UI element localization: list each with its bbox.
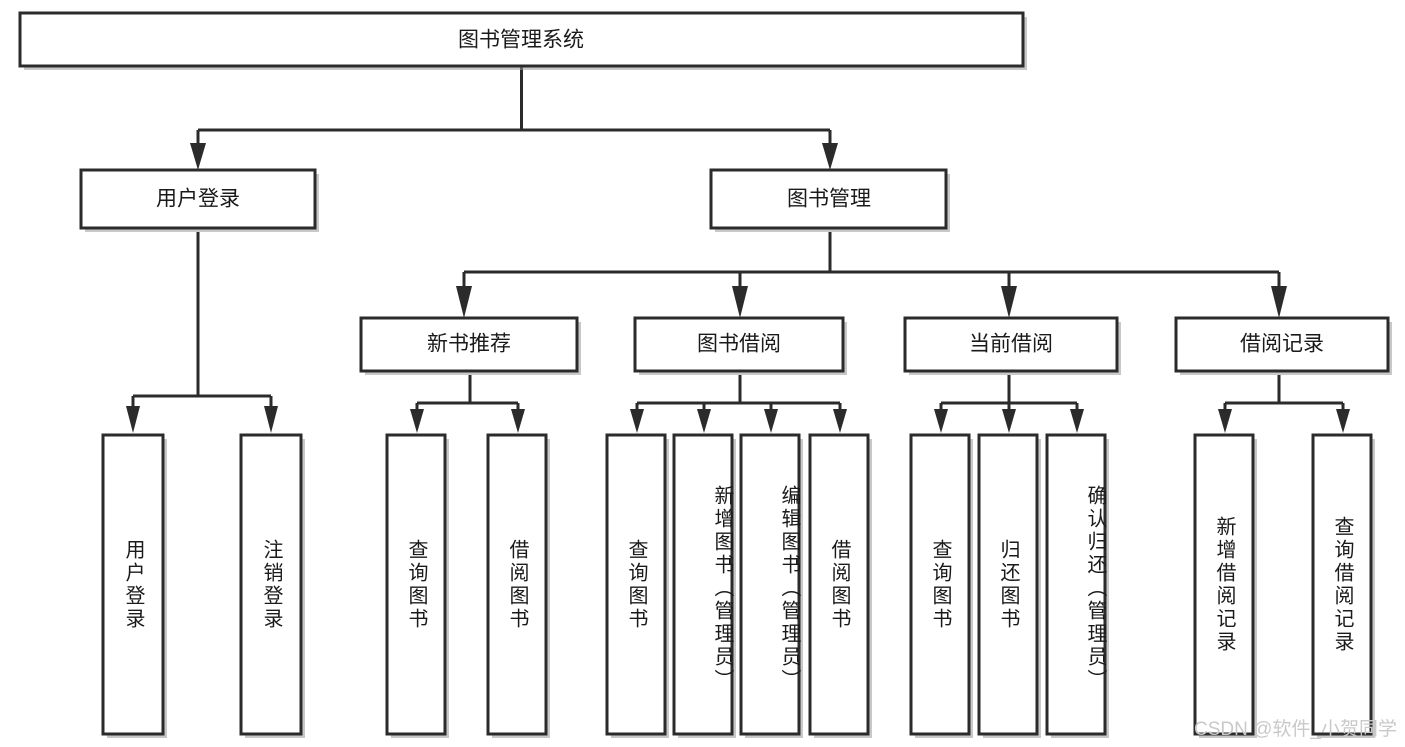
leaf-borrow-books-2-box[interactable] (808, 433, 870, 736)
arrowhead-leaf-borrow-books-2 (833, 409, 847, 433)
csdn-watermark: CSDN @软件_小贺同学 (1194, 719, 1397, 740)
node-book-management-box[interactable] (709, 168, 948, 230)
node-root[interactable]: 图书管理系统 (18, 11, 1027, 70)
leaf-user-login-box[interactable] (101, 433, 165, 736)
leaf-borrow-books-1-box[interactable] (486, 433, 548, 736)
leaf-query-books-2-box[interactable] (605, 433, 667, 736)
arrowhead-leaf-add-borrow-record (1218, 409, 1232, 433)
node-new-book-recommend-label: 新书推荐 (427, 333, 511, 356)
node-root-box[interactable] (18, 11, 1025, 68)
node-borrow-record[interactable]: 借阅记录 (1174, 316, 1392, 375)
leaf-edit-book-admin-box[interactable] (739, 433, 801, 736)
arrowhead-leaf-borrow-books-1 (511, 409, 525, 433)
node-new-book-recommend[interactable]: 新书推荐 (359, 316, 581, 375)
leaf-query-borrow-record-box[interactable] (1311, 433, 1373, 736)
node-book-management[interactable]: 图书管理 (709, 168, 950, 232)
arrowhead-current-borrow (1001, 286, 1017, 318)
node-root-label: 图书管理系统 (458, 29, 584, 52)
arrowhead-book-borrow (732, 286, 748, 318)
node-borrow-record-label: 借阅记录 (1240, 333, 1324, 356)
arrowhead-book-management (822, 143, 838, 170)
arrowhead-leaf-user-login (126, 406, 140, 433)
node-user-login[interactable]: 用户登录 (79, 168, 319, 232)
arrowhead-leaf-query-borrow-record (1336, 409, 1350, 433)
connector-layer (126, 66, 1350, 433)
node-book-borrow[interactable]: 图书借阅 (633, 316, 847, 375)
leaf-query-books-1-box[interactable] (385, 433, 447, 736)
arrowhead-borrow-record (1271, 286, 1287, 318)
node-user-login-label: 用户登录 (156, 188, 240, 211)
leaf-user-logout-box[interactable] (239, 433, 303, 736)
node-current-borrow-label: 当前借阅 (969, 333, 1053, 356)
arrowhead-leaf-user-logout (264, 406, 278, 433)
node-book-borrow-label: 图书借阅 (697, 333, 781, 356)
arrowhead-leaf-query-books-1 (410, 409, 424, 433)
leaf-add-borrow-record-box[interactable] (1193, 433, 1255, 736)
leaf-boxes (101, 433, 1375, 738)
node-book-management-label: 图书管理 (787, 188, 871, 211)
arrowhead-leaf-return-books (1002, 409, 1016, 433)
arrowhead-leaf-query-books-2 (630, 409, 644, 433)
node-current-borrow-box[interactable] (903, 316, 1119, 373)
leaf-confirm-return-admin-box[interactable] (1045, 433, 1107, 736)
leaf-query-books-3-box[interactable] (909, 433, 971, 736)
node-user-login-box[interactable] (79, 168, 317, 230)
node-book-borrow-box[interactable] (633, 316, 845, 373)
node-new-book-recommend-box[interactable] (359, 316, 579, 373)
node-current-borrow[interactable]: 当前借阅 (903, 316, 1121, 375)
arrowhead-leaf-edit-book-admin (764, 409, 778, 433)
arrowhead-user-login (190, 143, 206, 170)
leaf-return-books-box[interactable] (977, 433, 1039, 736)
leaf-add-book-admin-box[interactable] (672, 433, 734, 736)
node-borrow-record-box[interactable] (1174, 316, 1390, 373)
arrowhead-leaf-query-books-3 (934, 409, 948, 433)
arrowhead-leaf-add-book-admin (697, 409, 711, 433)
arrowhead-leaf-confirm-return-admin (1070, 409, 1084, 433)
arrowhead-new-book-recommend (456, 286, 472, 318)
